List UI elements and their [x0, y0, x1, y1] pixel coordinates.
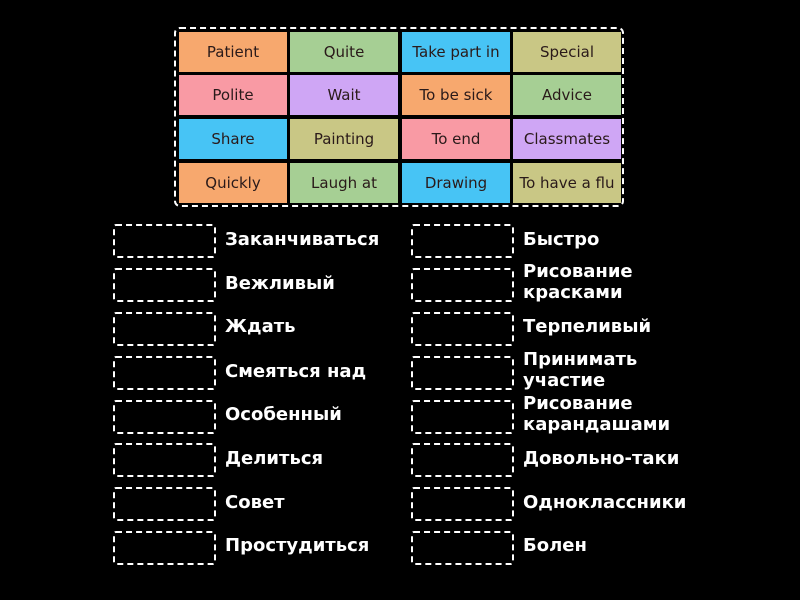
target-label-right-7: Одноклассники	[523, 491, 687, 513]
tile-to-have-a-flu[interactable]: To have a flu	[513, 163, 621, 203]
tile-classmates[interactable]: Classmates	[513, 119, 621, 159]
drop-slot-right-8[interactable]	[411, 531, 514, 565]
drop-slot-right-6[interactable]	[411, 443, 514, 477]
tile-laugh-at[interactable]: Laugh at	[290, 163, 398, 203]
drop-slot-left-3[interactable]	[113, 312, 216, 346]
drop-slot-left-1[interactable]	[113, 224, 216, 258]
tile-tray	[174, 27, 624, 207]
tile-patient[interactable]: Patient	[179, 32, 287, 72]
target-label-right-4: Принимать участие	[523, 349, 638, 391]
tile-quite[interactable]: Quite	[290, 32, 398, 72]
drop-slot-right-4[interactable]	[411, 356, 514, 390]
tile-to-be-sick[interactable]: To be sick	[402, 75, 510, 115]
target-label-right-3: Терпеливый	[523, 315, 652, 337]
target-label-left-6: Делиться	[225, 447, 324, 469]
target-label-right-8: Болен	[523, 534, 587, 556]
target-label-left-4: Смеяться над	[225, 360, 367, 382]
tile-take-part-in[interactable]: Take part in	[402, 32, 510, 72]
tile-wait[interactable]: Wait	[290, 75, 398, 115]
tile-painting[interactable]: Painting	[290, 119, 398, 159]
drop-slot-left-6[interactable]	[113, 443, 216, 477]
tile-polite[interactable]: Polite	[179, 75, 287, 115]
target-label-right-5: Рисование карандашами	[523, 393, 671, 435]
tile-to-end[interactable]: To end	[402, 119, 510, 159]
drop-slot-left-7[interactable]	[113, 487, 216, 521]
tile-special[interactable]: Special	[513, 32, 621, 72]
tile-advice[interactable]: Advice	[513, 75, 621, 115]
target-label-left-7: Совет	[225, 491, 285, 513]
drop-slot-right-2[interactable]	[411, 268, 514, 302]
tile-drawing[interactable]: Drawing	[402, 163, 510, 203]
drop-slot-left-4[interactable]	[113, 356, 216, 390]
tile-share[interactable]: Share	[179, 119, 287, 159]
drop-slot-right-3[interactable]	[411, 312, 514, 346]
target-label-right-2: Рисование красками	[523, 261, 633, 303]
target-label-right-1: Быстро	[523, 228, 600, 250]
target-label-left-2: Вежливый	[225, 272, 335, 294]
tile-quickly[interactable]: Quickly	[179, 163, 287, 203]
drop-slot-left-2[interactable]	[113, 268, 216, 302]
drop-slot-right-1[interactable]	[411, 224, 514, 258]
target-label-left-5: Особенный	[225, 403, 342, 425]
drop-slot-left-8[interactable]	[113, 531, 216, 565]
target-label-left-3: Ждать	[225, 315, 296, 337]
drop-slot-left-5[interactable]	[113, 400, 216, 434]
target-label-left-1: Заканчиваться	[225, 228, 380, 250]
target-label-right-6: Довольно-таки	[523, 447, 680, 469]
drop-slot-right-5[interactable]	[411, 400, 514, 434]
target-label-left-8: Простудиться	[225, 534, 370, 556]
drop-slot-right-7[interactable]	[411, 487, 514, 521]
